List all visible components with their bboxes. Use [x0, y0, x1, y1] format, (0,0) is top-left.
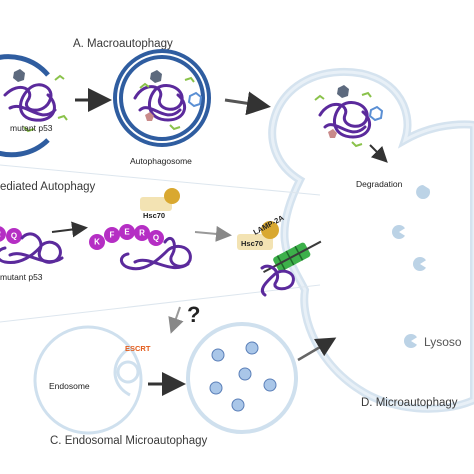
kferq-letter: E — [124, 228, 130, 237]
mutant-p53-label-top: mutant p53 — [10, 123, 53, 133]
kferq-letter: Q — [153, 234, 159, 243]
endosome — [33, 325, 143, 435]
degradation-label: Degradation — [356, 179, 403, 189]
phagophore — [0, 54, 50, 77]
cma-label: ediated Autophagy — [0, 181, 96, 193]
hsc70-label-mid: Hsc70 — [241, 239, 263, 248]
arrow-cma-1 — [51, 221, 88, 238]
escrt-label: ESCRT — [125, 344, 151, 353]
arrow-cma-2 — [194, 225, 232, 242]
peptide-bead — [6, 228, 22, 244]
ubiquitin-hexagon-icon — [150, 70, 162, 83]
arrow-endosomal-2 — [297, 337, 337, 362]
peptide-bead — [0, 226, 6, 242]
mutant-p53-protein-lamp — [260, 264, 295, 297]
arrow-macro-2 — [224, 91, 271, 116]
ubiquitin-hexagon-icon — [337, 85, 349, 98]
endosome-label: Endosome — [49, 381, 90, 391]
kferq-letter: K — [94, 238, 100, 247]
hsc70-label-top: Hsc70 — [143, 211, 165, 220]
question-mark: ? — [187, 302, 200, 327]
intraluminal-vesicles — [209, 341, 277, 412]
arrow-degradation — [369, 144, 388, 163]
arrow-question — [168, 306, 184, 334]
endosome-invagination — [113, 346, 131, 397]
protein-hexagon-icon — [368, 105, 384, 122]
mutant-p53-protein-mid-left — [0, 232, 64, 265]
endosomal-microautophagy-label: C. Endosomal Microautophagy — [50, 435, 207, 447]
peptide-letter: R — [0, 230, 1, 239]
mutant-p53-protein-autophagosome — [133, 84, 187, 122]
kferq-letter: R — [139, 229, 145, 238]
hsc70-chaperone-mid — [237, 234, 273, 250]
peptide-letter: Q — [11, 232, 17, 241]
lysosome-label: Lysoso — [424, 335, 462, 349]
autophagosome-label: Autophagosome — [130, 156, 192, 166]
hsc70-chaperone-top — [140, 197, 172, 211]
kferq-letter: F — [110, 231, 115, 240]
mutant-p53-protein-left — [3, 83, 57, 122]
macroautophagy-label: A. Macroautophagy — [73, 38, 173, 50]
protein-hexagon-icon — [187, 91, 203, 108]
kferq-peptide — [89, 224, 164, 250]
mutant-p53-protein-mid — [120, 236, 192, 271]
microautophagy-label: D. Microautophagy — [361, 397, 458, 409]
mutant-p53-label-mid: mutant p53 — [0, 272, 43, 282]
mutant-p53-protein-lysosome — [318, 101, 372, 139]
ubiquitin-hexagon-icon — [13, 69, 25, 82]
